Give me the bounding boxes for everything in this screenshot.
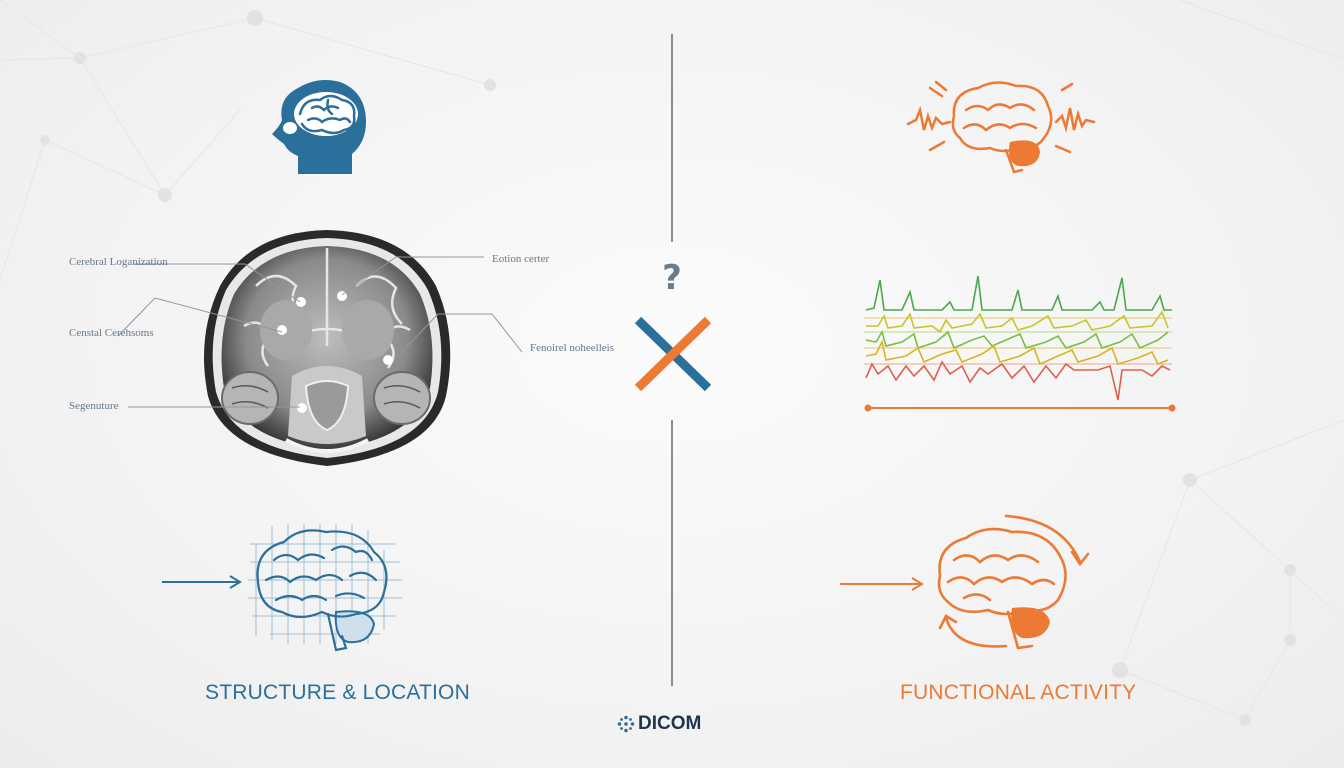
brain-waves-icon [906, 80, 1096, 174]
annotation-censtal: Censtal Cerehsoms [69, 327, 154, 339]
functional-activity-title: FUNCTIONAL ACTIVITY [900, 681, 1137, 704]
dicom-logo-icon [617, 715, 635, 733]
cross-icon [634, 316, 712, 392]
annotation-fenoirel: Fenoirel noheelleis [530, 342, 615, 354]
annotation-cerebral: Cerebral Loganization [69, 256, 168, 268]
head-brain-icon [272, 80, 366, 174]
arrow-right-icon [162, 575, 242, 589]
brain-cycle-icon [840, 514, 1090, 650]
dicom-wordmark: DICOM [638, 713, 702, 734]
structure-location-title: STRUCTURE & LOCATION [205, 681, 470, 704]
mri-axial-slice-image [204, 230, 451, 466]
center-divider [671, 34, 673, 686]
gridded-brain-icon [162, 524, 402, 652]
arrow-right-icon [840, 577, 924, 591]
signal-traces-graphic [864, 275, 1176, 412]
annotation-segenuture: Segenuture [69, 400, 119, 412]
question-mark: ? [662, 258, 682, 298]
annotation-eotion: Eotion certer [492, 253, 550, 265]
dicom-brand: DICOM [617, 712, 701, 736]
